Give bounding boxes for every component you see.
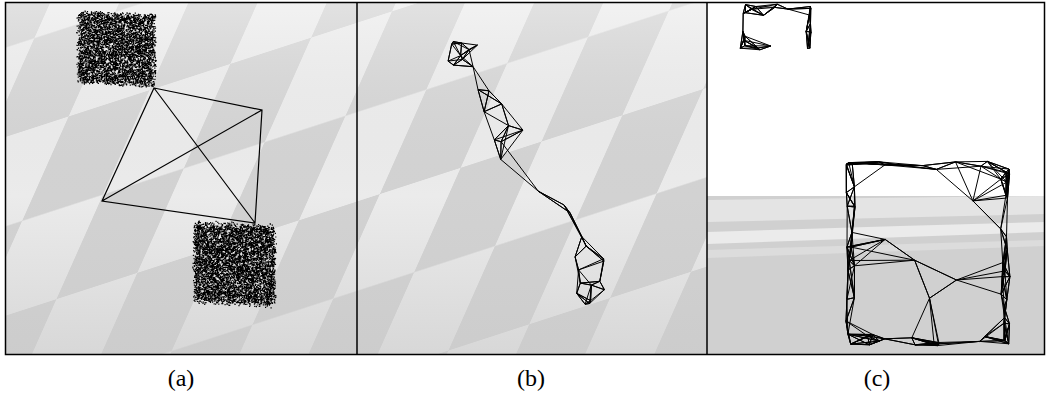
point-cloud xyxy=(76,11,157,87)
panel-label: (c) xyxy=(864,365,891,392)
panel-frame xyxy=(6,3,1045,355)
floor-b xyxy=(357,3,707,354)
panel-divider xyxy=(356,3,358,355)
panel-a-scene xyxy=(76,11,277,308)
panel-label: (a) xyxy=(168,365,195,392)
point-cloud xyxy=(192,221,277,308)
floor-c xyxy=(707,3,1045,354)
panel-b-scene xyxy=(448,42,604,305)
wire-mesh xyxy=(448,42,604,305)
floor-a xyxy=(6,3,357,354)
panel-c-scene xyxy=(740,4,1010,345)
tetra-wire xyxy=(102,88,262,223)
wire-mesh xyxy=(846,161,1010,345)
panel-label: (b) xyxy=(517,365,545,392)
wireframes xyxy=(76,4,1010,345)
wire-mesh xyxy=(740,4,811,50)
panel-divider xyxy=(706,3,708,355)
